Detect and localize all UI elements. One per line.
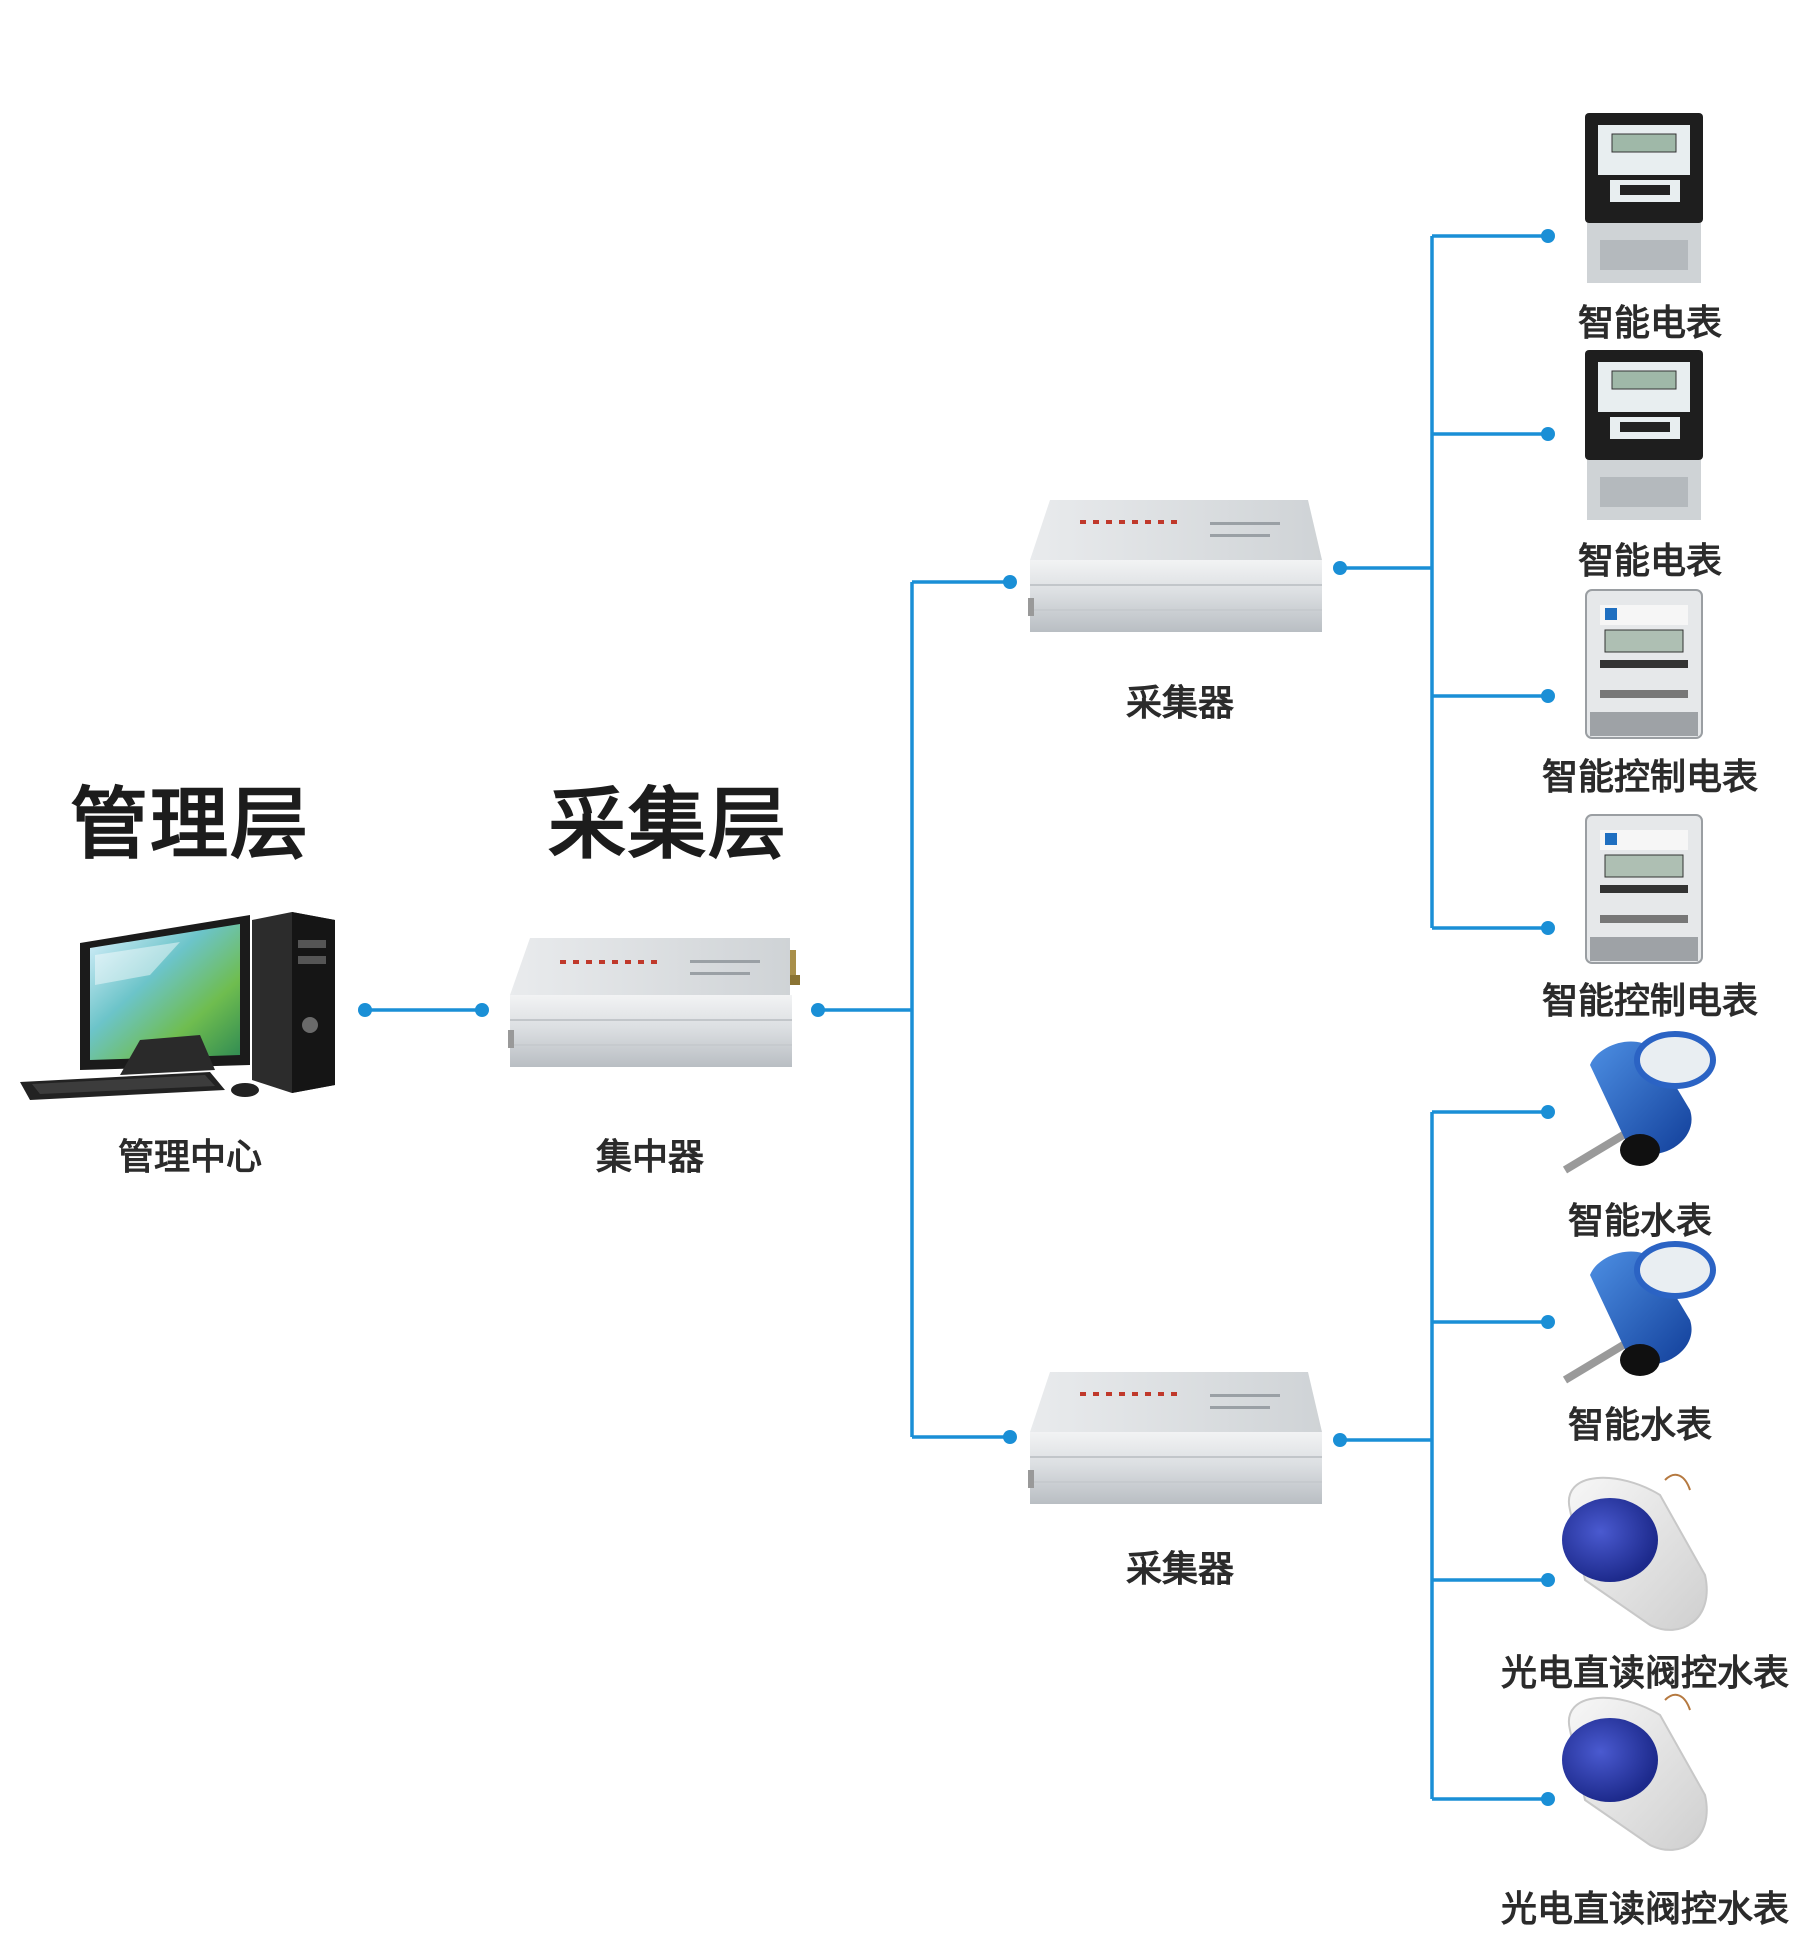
meter-label-7: 光电直读阀控水表 [1500, 1653, 1789, 1694]
link-bottom-collector-bus [1340, 1110, 1548, 1801]
meter-label-1: 智能电表 [1577, 303, 1722, 344]
valve-meter-icon-1 [1562, 1473, 1708, 1631]
collector-bottom-label: 采集器 [1125, 1549, 1234, 1590]
smart-meter-icon-1 [1585, 113, 1703, 283]
collector-bottom-icon [1028, 1372, 1322, 1504]
valve-meter-icon-2 [1562, 1693, 1708, 1851]
water-meter-icon-2 [1562, 1241, 1716, 1384]
connector-lines [365, 234, 1548, 1801]
control-meter-icon-1 [1585, 589, 1703, 739]
link-top-collector-bus [1340, 234, 1548, 930]
management-center-label: 管理中心 [117, 1137, 262, 1178]
control-meter-icon-2 [1585, 814, 1703, 964]
meter-label-3: 智能控制电表 [1541, 757, 1758, 798]
concentrator-label: 集中器 [595, 1137, 704, 1178]
meter-label-6: 智能水表 [1567, 1405, 1712, 1446]
computer-icon [20, 912, 335, 1100]
smart-meter-icon-2 [1585, 350, 1703, 520]
meter-label-4: 智能控制电表 [1541, 981, 1758, 1022]
collection-layer-heading: 采集层 [548, 780, 789, 870]
collector-top-label: 采集器 [1125, 683, 1234, 724]
connector-dots [358, 229, 1555, 1806]
meter-label-8: 光电直读阀控水表 [1500, 1889, 1789, 1930]
management-layer-heading: 管理层 [70, 780, 311, 870]
water-meter-icon-1 [1562, 1031, 1716, 1174]
link-concentrator-collectors [818, 580, 1010, 1439]
meter-label-2: 智能电表 [1577, 541, 1722, 582]
meter-label-5: 智能水表 [1567, 1201, 1712, 1242]
concentrator-icon [508, 938, 800, 1067]
collector-top-icon [1028, 500, 1322, 632]
